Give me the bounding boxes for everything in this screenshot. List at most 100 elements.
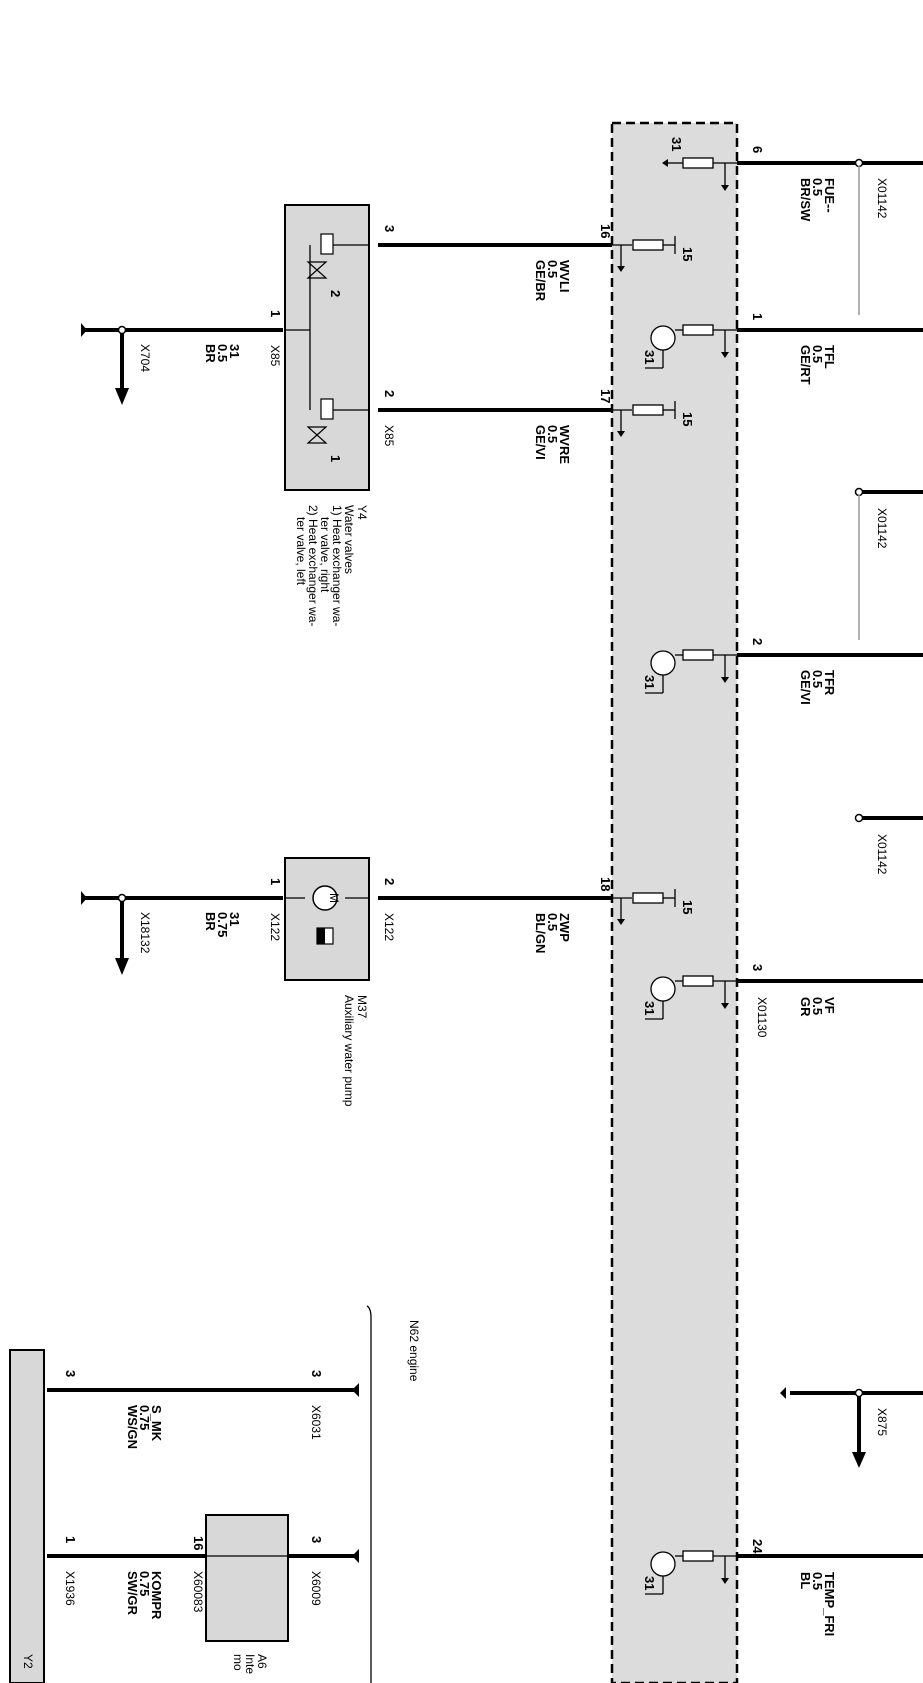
wire-gauge-label: 0.75: [215, 912, 230, 937]
ground-31-label: 31: [642, 350, 657, 364]
supply-15-label: 15: [680, 900, 695, 914]
component-desc-line: Inte: [243, 1654, 257, 1674]
wire-signal-label: VF: [822, 997, 837, 1014]
wire-gauge-label: 0.5: [810, 345, 825, 363]
wire-signal-label: WVRE: [557, 425, 572, 464]
wire-signal-label: S_MK: [149, 1405, 164, 1442]
wire-color-label: BR/SW: [798, 178, 813, 222]
pin-6-label: 6: [750, 146, 765, 153]
ground-connector-label: X875: [875, 1408, 889, 1436]
ground-connector-label: X704: [138, 344, 152, 372]
wire-signal-label: ZWP: [557, 913, 572, 942]
supply-15-label: 15: [680, 412, 695, 426]
wire-gauge-label: 0.5: [545, 260, 560, 278]
wire-gauge-label: 0.5: [545, 425, 560, 443]
component-desc-line: Water valves: [342, 505, 356, 574]
ground-31-label: 31: [642, 675, 657, 689]
splice-label: X01142: [875, 508, 889, 549]
connector-label: X60083: [191, 1571, 205, 1613]
connector-label: X122: [382, 913, 396, 941]
engine-pin-label: 3: [309, 1370, 324, 1377]
y4-pin-label: 2: [382, 390, 397, 397]
wire-signal-label: FUE--: [822, 178, 837, 213]
pin-17-label: 17: [598, 389, 613, 403]
y4-pin-label: 1: [268, 310, 283, 317]
wire-color-label: BL: [798, 1572, 813, 1589]
wire-signal-label: TFR: [822, 670, 837, 696]
wire-color-label: SW/GR: [125, 1571, 140, 1616]
label-layer: 6 1 2 3 24 16 17 18 31 15 31 15 31 15 31…: [21, 137, 889, 1674]
ground-num-label: 31: [227, 344, 242, 358]
connector-label: X85: [268, 345, 282, 367]
engine-pin-label: 16: [191, 1536, 206, 1550]
component-desc-line: ter valve, right: [318, 517, 332, 593]
y4-pin-label: 3: [382, 225, 397, 232]
component-id-label: M37: [355, 995, 369, 1019]
m37-pin-label: 1: [268, 878, 283, 885]
pin-3-label: 3: [750, 964, 765, 971]
connector-label: X1936: [63, 1571, 77, 1606]
left-wires: [81, 243, 612, 975]
engine-pin-label: 3: [309, 1536, 324, 1543]
engine-section: [9, 1305, 372, 1683]
component-desc-line: mo: [231, 1654, 245, 1671]
wire-color-label: GE/VI: [533, 425, 548, 460]
component-desc-line: Auxiliary water pump: [342, 995, 356, 1107]
wire-color-label: BL/GN: [533, 913, 548, 953]
m37-pump-component: [284, 857, 370, 981]
pin-2-label: 2: [750, 638, 765, 645]
pin-18-label: 18: [598, 877, 613, 891]
wire-gauge-label: 0.5: [810, 1572, 825, 1590]
m37-pin-label: 2: [382, 878, 397, 885]
supply-15-label: 15: [680, 247, 695, 261]
wire-color-label: WS/GN: [125, 1405, 140, 1449]
valve-number-label: 2: [328, 290, 343, 297]
wire-gauge-label: 0.75: [137, 1571, 152, 1596]
connector-label: X122: [268, 913, 282, 941]
connector-label: X01130: [755, 997, 769, 1038]
pin-24-label: 24: [750, 1539, 765, 1554]
component-desc-line: 2) Heat exchanger wa-: [306, 505, 320, 626]
wire-color-label: BR: [203, 912, 218, 931]
ground-31-label: 31: [669, 137, 684, 151]
wire-gauge-label: 0.5: [810, 997, 825, 1015]
internal-circuits: [612, 157, 737, 1595]
engine-section-label: N62 engine: [407, 1320, 421, 1382]
connector-label: X6031: [309, 1405, 323, 1440]
wire-color-label: GE/RT: [798, 345, 813, 385]
ground-num-label: 31: [227, 912, 242, 926]
ground-31-label: 31: [642, 1001, 657, 1015]
wire-gauge-label: 0.5: [810, 178, 825, 196]
splice-label: X01142: [875, 834, 889, 875]
wire-color-label: GR: [798, 997, 813, 1017]
engine-pin-label: 3: [63, 1370, 78, 1377]
wire-signal-label: WVLI: [557, 260, 572, 293]
wire-gauge-label: 0.75: [137, 1405, 152, 1430]
wire-color-label: GE/BR: [533, 260, 548, 302]
wire-gauge-label: 0.5: [215, 344, 230, 362]
output-wire-group: [737, 158, 923, 1558]
y4-water-valves-component: [284, 204, 370, 491]
valve-number-label: 1: [328, 455, 343, 462]
pin-16-label: 16: [598, 224, 613, 238]
wire-signal-label: TEMP_FRI: [822, 1572, 837, 1636]
connector-label: X6009: [309, 1571, 323, 1606]
pin-1-label: 1: [750, 313, 765, 320]
component-id-label: Y4: [355, 505, 369, 520]
wire-gauge-label: 0.5: [810, 670, 825, 688]
splice-label: X01142: [875, 178, 889, 219]
wire-color-label: BR: [203, 344, 218, 363]
wire-color-label: GE/VI: [798, 670, 813, 705]
connector-label: X85: [382, 425, 396, 447]
wire-signal-label: TFL: [822, 345, 837, 369]
wire-signal-label: KOMPR: [149, 1571, 164, 1620]
component-desc-line: 1) Heat exchanger wa-: [330, 505, 344, 626]
component-id-label: A6: [255, 1654, 269, 1669]
engine-pin-label: 1: [63, 1536, 78, 1543]
component-desc-line: ter valve, left: [294, 517, 308, 586]
ground-connector-label: X18132: [138, 912, 152, 954]
wire-gauge-label: 0.5: [545, 913, 560, 931]
ground-31-label: 31: [642, 1576, 657, 1590]
component-id-label: Y2: [21, 1654, 35, 1669]
